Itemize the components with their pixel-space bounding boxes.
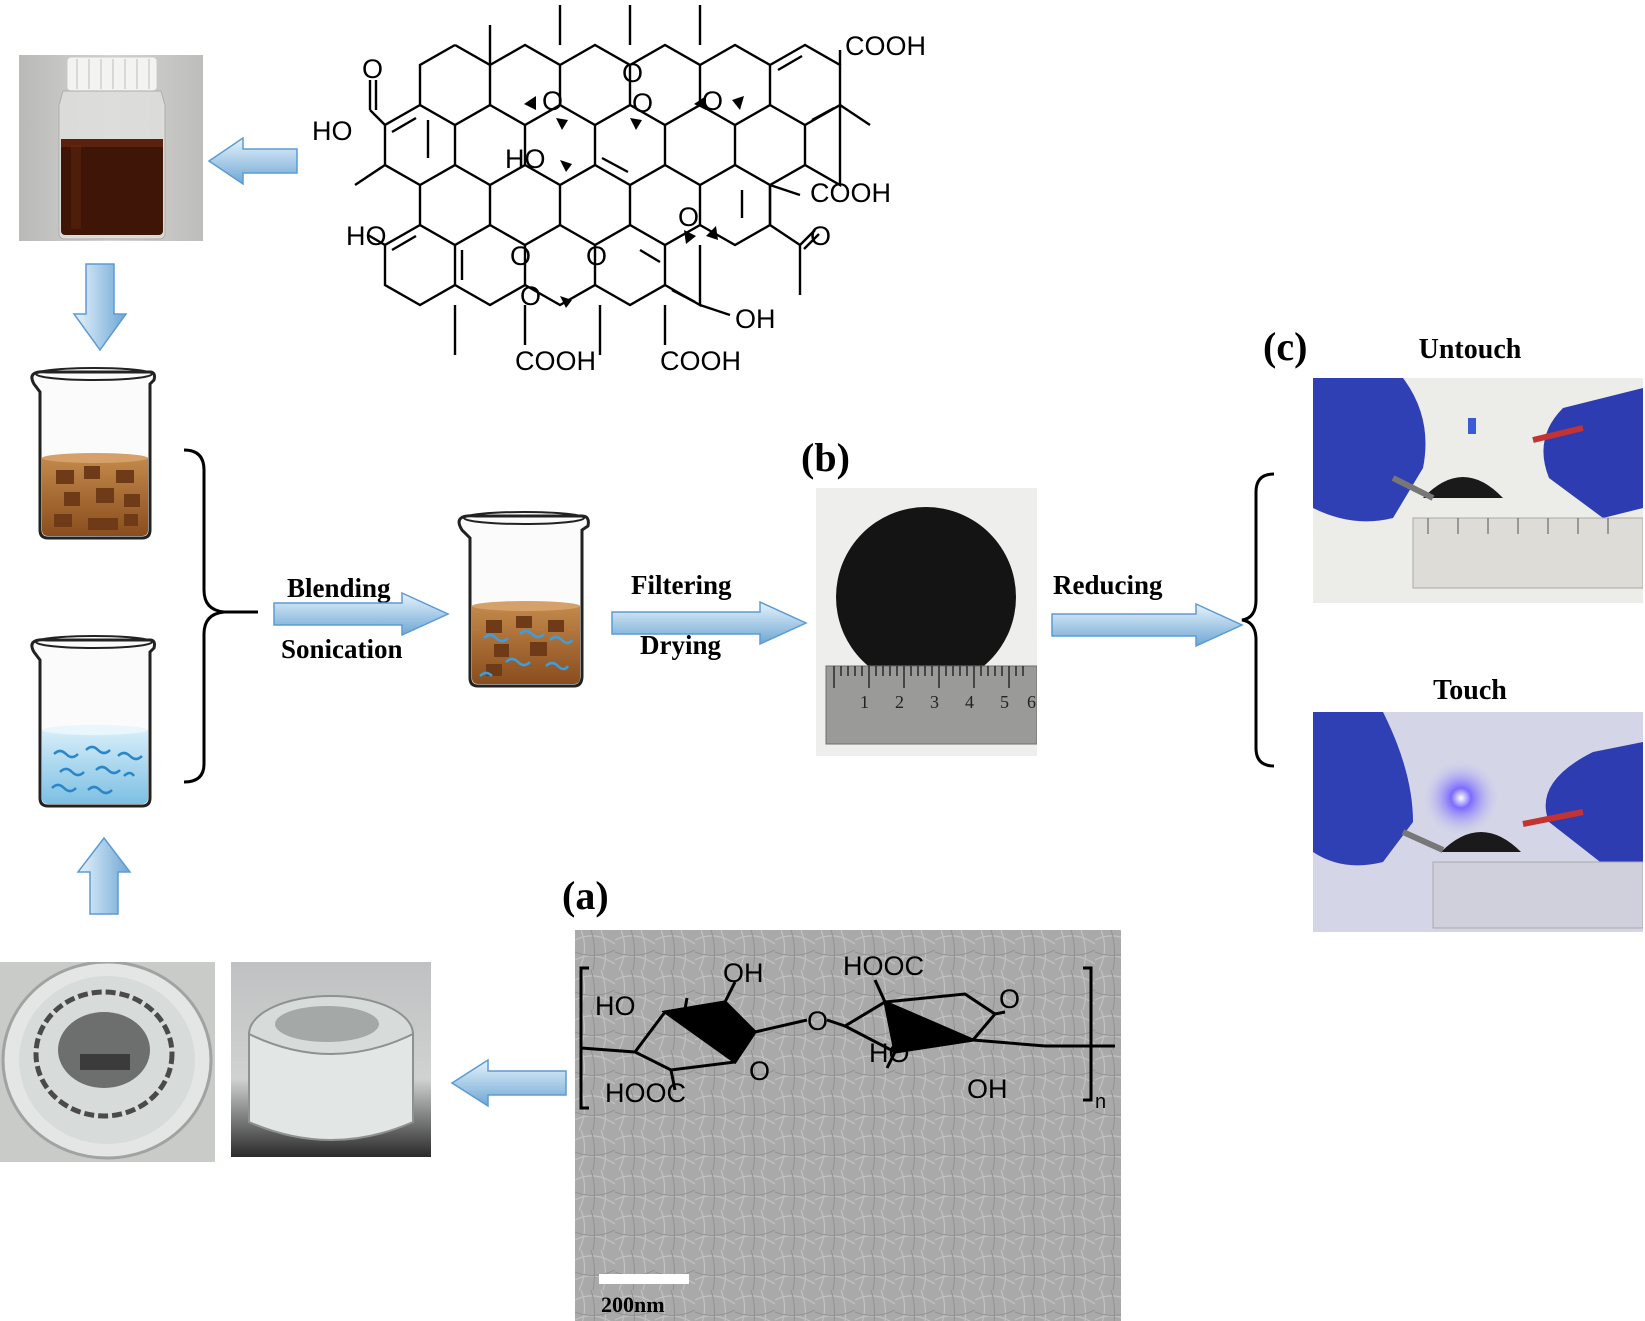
ruler-number: 2 xyxy=(895,692,904,712)
arrow-left-to-hydrogel xyxy=(450,1058,567,1108)
ruler-number: 6 xyxy=(1027,692,1036,712)
ruler-tick-marks xyxy=(833,666,1024,688)
cellulose-glycosidic-oxygen-label: O xyxy=(807,1006,828,1036)
go-hydroxyl-label: HO xyxy=(505,144,546,174)
carboxylated-cellulose-structure: OH HO HOOC O O HOOC O HO OH n xyxy=(579,951,1115,1110)
go-film-photo: 1 2 3 4 5 6 xyxy=(816,488,1037,756)
caption-touch: Touch xyxy=(1433,675,1507,706)
arrow-filtering xyxy=(611,600,808,646)
cnf-hydrogel-top-photo xyxy=(0,962,215,1162)
go-epoxy-label: O xyxy=(622,58,643,88)
go-cooh-label: COOH xyxy=(845,31,926,61)
cellulose-hydroxyl-label: HO xyxy=(595,991,636,1021)
go-epoxy-label: O xyxy=(510,241,531,271)
cellulose-hydroxyl-label: OH xyxy=(967,1074,1008,1104)
untouch-circuit-photo xyxy=(1313,378,1643,603)
arrow-reducing xyxy=(1051,602,1244,648)
step-label-sonication: Sonication xyxy=(281,634,403,664)
panel-label-a: (a) xyxy=(562,873,609,918)
sem-cellulose-nanofiber-image: 200nm xyxy=(575,930,1121,1321)
go-hydroxyl-label: HO xyxy=(312,116,353,146)
step-label-blending: Blending xyxy=(287,573,391,603)
sem-scale-bar xyxy=(599,1274,689,1284)
arrow-blending xyxy=(273,591,450,637)
go-dispersion-beaker xyxy=(30,367,156,540)
go-cooh-label: COOH xyxy=(660,346,741,376)
go-hydroxyl-label: HO xyxy=(346,221,387,251)
go-epoxy-label: O xyxy=(542,86,563,116)
cellulose-hydroxyl-label: HO xyxy=(869,1038,910,1068)
ruler-number: 3 xyxy=(930,692,939,712)
go-dispersion-vial-photo xyxy=(19,55,203,241)
panel-label-c: (c) xyxy=(1263,324,1308,369)
arrow-left-to-vial xyxy=(207,136,298,186)
step-label-filtering: Filtering xyxy=(631,570,732,600)
ruler-number: 4 xyxy=(965,692,974,712)
combine-bracket xyxy=(183,448,258,784)
result-bracket xyxy=(1241,472,1275,768)
go-epoxy-label: O xyxy=(632,88,653,118)
panel-label-b: (b) xyxy=(801,435,850,480)
step-label-drying: Drying xyxy=(640,630,721,660)
cellulose-carboxyl-label: HOOC xyxy=(843,951,924,981)
go-acid-oxygen-label: O xyxy=(362,54,383,84)
caption-untouch: Untouch xyxy=(1418,334,1522,365)
cnf-dispersion-beaker xyxy=(30,635,156,808)
go-hydroxyl-label: OH xyxy=(735,304,776,334)
go-epoxy-label: O xyxy=(586,241,607,271)
arrow-down-to-go-beaker xyxy=(72,263,128,352)
ruler-number: 1 xyxy=(860,692,869,712)
go-epoxy-label: O xyxy=(702,86,723,116)
mixed-dispersion-beaker xyxy=(457,511,590,688)
cellulose-hydroxyl-label: OH xyxy=(723,958,764,988)
cnf-hydrogel-side-photo xyxy=(231,962,431,1157)
touch-circuit-photo xyxy=(1313,712,1643,932)
go-carbonyl-label: O xyxy=(810,221,831,251)
graphene-oxide-structure: COOH COOH COOH COOH HO HO HO OH O O O O … xyxy=(312,5,926,376)
cellulose-repeat-subscript: n xyxy=(1095,1091,1106,1110)
cellulose-ring-oxygen-label: O xyxy=(999,984,1020,1014)
go-cooh-label: COOH xyxy=(515,346,596,376)
go-epoxy-label: O xyxy=(520,281,541,311)
go-cooh-label: COOH xyxy=(810,178,891,208)
arrow-up-to-cnf-beaker xyxy=(76,836,132,915)
sem-scale-label: 200nm xyxy=(601,1292,665,1317)
go-epoxy-label: O xyxy=(678,202,699,232)
cellulose-carboxyl-label: HOOC xyxy=(605,1078,686,1108)
cellulose-ring-oxygen-label: O xyxy=(749,1056,770,1086)
ruler-number: 5 xyxy=(1000,692,1009,712)
step-label-reducing: Reducing xyxy=(1053,570,1163,600)
